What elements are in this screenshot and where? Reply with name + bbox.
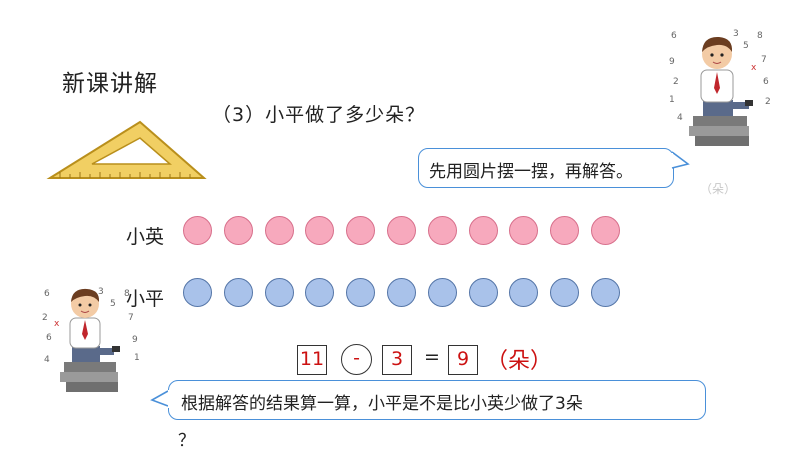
counter-disc [591, 278, 620, 307]
counter-disc [223, 216, 253, 245]
svg-text:2: 2 [42, 313, 48, 323]
result-box: 9 [448, 345, 478, 375]
svg-text:4: 4 [44, 355, 50, 365]
svg-text:9: 9 [669, 57, 675, 67]
svg-text:3: 3 [98, 287, 104, 297]
counter-disc [305, 278, 335, 307]
counter-disc [550, 278, 580, 307]
svg-text:3: 3 [733, 29, 739, 39]
check-text: 根据解答的结果算一算，小平是不是比小英少做了3朵 [181, 394, 583, 414]
hint-speech-bubble: 先用圆片摆一摆，再解答。 [418, 148, 674, 188]
unit-label: （朵） [486, 349, 553, 374]
counter-disc [468, 216, 498, 245]
svg-text:5: 5 [110, 299, 116, 309]
bubble-tail-left-icon [150, 390, 172, 408]
svg-text:6: 6 [44, 289, 50, 299]
svg-text:2: 2 [765, 97, 771, 107]
svg-text:8: 8 [757, 31, 763, 41]
svg-text:7: 7 [128, 313, 134, 323]
row-label-xiaoying: 小英 [126, 226, 165, 248]
svg-text:2: 2 [673, 77, 679, 87]
svg-text:x: x [54, 319, 60, 329]
svg-text:7: 7 [761, 55, 767, 65]
counter-disc [468, 278, 498, 307]
svg-text:5: 5 [743, 41, 749, 51]
counter-disc [346, 278, 376, 307]
svg-text:4: 4 [677, 113, 683, 123]
subtrahend-box: 3 [382, 345, 412, 375]
svg-text:1: 1 [669, 95, 675, 105]
counter-disc [427, 216, 457, 245]
svg-text:6: 6 [763, 77, 769, 87]
counter-disc [509, 278, 539, 307]
boy-on-books-left-icon: 6 35 8 2 7 6 9 4 1 x [42, 287, 140, 392]
faded-unit-label: （朵） [700, 182, 737, 196]
trailing-question-mark: ？ [178, 431, 195, 451]
counter-disc [305, 216, 335, 245]
counter-disc [223, 278, 253, 307]
bubble-tail-icon [668, 151, 690, 169]
xiaoping-counter-row [183, 278, 623, 308]
counter-disc [550, 216, 580, 245]
counter-disc [183, 278, 212, 307]
svg-text:1: 1 [134, 353, 140, 363]
check-speech-bubble: 根据解答的结果算一算，小平是不是比小英少做了3朵 [168, 380, 706, 420]
svg-text:8: 8 [124, 289, 130, 299]
svg-text:6: 6 [46, 333, 52, 343]
counter-disc [427, 278, 457, 307]
triangle-ruler-icon [46, 120, 207, 179]
boy-on-books-icon: 6 35 8 9 7 2 6 1 2 4 x [669, 29, 771, 146]
counter-disc [264, 278, 294, 307]
row-label-xiaoping: 小平 [126, 288, 165, 310]
svg-text:6: 6 [671, 31, 677, 41]
counter-disc [346, 216, 376, 245]
page-title: 新课讲解 [62, 71, 158, 97]
counter-disc [183, 216, 212, 245]
question-text: （3）小平做了多少朵？ [212, 104, 426, 126]
minuend-box: 11 [297, 345, 327, 375]
counter-disc [387, 216, 416, 245]
operator-circle: - [341, 344, 372, 375]
counter-disc [591, 216, 620, 245]
equals-sign: = [424, 346, 440, 368]
xiaoying-counter-row [183, 216, 623, 246]
counter-disc [387, 278, 416, 307]
counter-disc [264, 216, 294, 245]
counter-disc [509, 216, 539, 245]
svg-text:x: x [751, 63, 757, 73]
svg-text:9: 9 [132, 335, 138, 345]
hint-text: 先用圆片摆一摆，再解答。 [429, 162, 633, 182]
